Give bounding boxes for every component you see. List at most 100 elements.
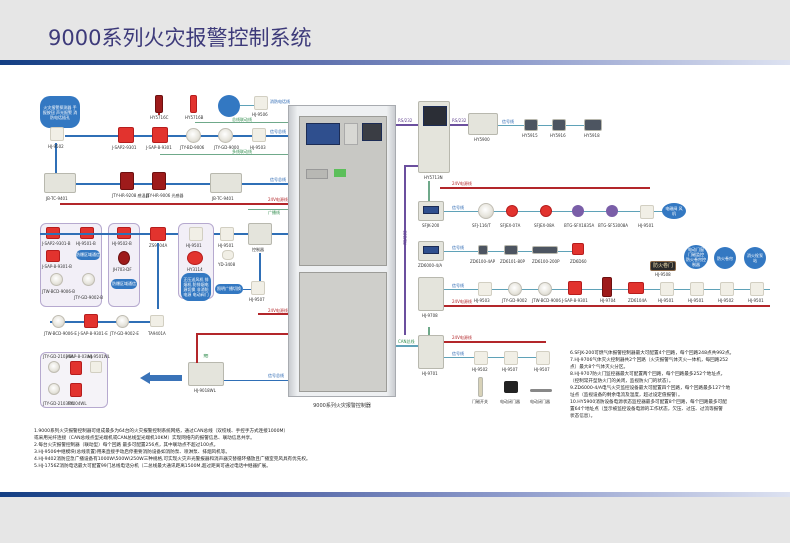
note-1: 1.9000系列火灾报警控制器可组成最多为64台的火灾报警控制系统网络，通过CA…: [34, 429, 289, 434]
label-sfjk-5: HJ-9501: [638, 223, 654, 228]
label-wl-0: JTY-GD-2103WL: [43, 354, 75, 359]
r3-dev-4: [602, 277, 612, 297]
r3-dev-8: [720, 282, 734, 296]
sounder-strobe: [150, 227, 166, 241]
zd-sensor-2: [504, 245, 518, 255]
label-signal-bus-2: 信号总线: [270, 177, 286, 182]
gas-detector-5: [606, 205, 618, 217]
label-wl-3: JTY-GD-2103WL: [43, 401, 75, 406]
label-hj9701: HJ-9701: [422, 371, 438, 376]
bubble-hydrant: 消火栓泵站: [744, 247, 766, 269]
zd-sensor-1: [478, 245, 488, 255]
label-r3-8: HJ-9502: [718, 298, 734, 303]
module-door-1: [474, 351, 488, 365]
note-1b: 或采用光纤连接（CAN总线点型光端机或CAN总线型光端机10KM）实现网络内的报…: [34, 436, 255, 441]
label-door-row-2: HJ-9507: [534, 367, 550, 372]
wl-module: [90, 361, 102, 373]
label-hy5900: HY5900: [474, 137, 490, 142]
wire-multi-linkage: [160, 154, 288, 155]
fire-alarm-control-cabinet: [288, 105, 396, 397]
wire-signal-wl: [224, 380, 288, 381]
label-g2-1: JH703-DF: [113, 267, 132, 272]
top-accent-bar: [0, 60, 790, 65]
keypad: [344, 123, 358, 145]
label-g1-3: JTW-BCD-9006-B: [42, 289, 75, 294]
label-door-row-0: HJ-9502: [472, 367, 488, 372]
gas-controller-sfjk: [418, 201, 444, 221]
heat-detector-e: [116, 315, 129, 328]
bubble-detectors: 火灾报警探测器 手报按钮 声光报警 消防电话插孔: [40, 96, 80, 128]
bubble-shutter: 防火卷帘: [714, 247, 736, 269]
isolator-ta9401a: [150, 315, 164, 327]
r3-dev-9: [750, 282, 764, 296]
rs232-line-2: [450, 124, 468, 126]
note-2: 2.每台火灾报警控制器（联动型）每个回路 最多可配置256点，其中联动点不超过1…: [34, 443, 219, 448]
ex-smoke-detector: [50, 273, 63, 286]
system-diagram: 火灾报警探测器 手报按钮 声光报警 消防电话插孔 HY5716C HY5716B…: [0, 65, 790, 492]
label-jtyhr9208: JTY-HR-9208 感温器: [112, 193, 150, 198]
workstation-pc: [418, 101, 450, 173]
wl-sounder: [70, 383, 82, 397]
signal-sfjk: [444, 211, 666, 212]
wire-vertical-3: [259, 253, 261, 285]
label-signal-wl: 信号总线: [268, 373, 284, 378]
label-door-dev-2: 电动闭门器: [530, 399, 550, 404]
r3-dev-5: [628, 282, 644, 294]
label-24v: 24V电源线: [268, 197, 288, 202]
label-hy3114: HY3114: [187, 267, 203, 272]
wire: [243, 289, 251, 290]
label-hj9018wl: HJ-9018WL: [194, 388, 216, 393]
module-hj9507: [251, 281, 265, 295]
module-door-2: [504, 351, 518, 365]
label-zd-1: ZD6101-80P: [500, 259, 525, 264]
can-bus-branch: [404, 165, 418, 167]
note-8b: （控制常开型防火门的关闭，监视防火门的状态）。: [570, 379, 674, 384]
gas-detector-3: [540, 205, 552, 217]
label-g1-0: J-SAP2-9301-B: [42, 241, 71, 246]
notes-right: 6.SFJK-200可燃气体报警控制器最大可配置4个回路，每个回路248点共99…: [570, 350, 785, 420]
label-sfjk200: SFJK-200: [422, 223, 440, 228]
label-jsap8: J-SAP-8-9301: [146, 145, 172, 150]
label-signal-bus: 信号总线: [270, 129, 286, 134]
bubble-doors: 电动门窗 门磁监控 防火卷帘控制器: [684, 245, 708, 269]
label-24v-sfjk: 24V电源线: [452, 181, 472, 186]
label-r3-1: JTY-GD-9002: [502, 298, 527, 303]
arrow-left-icon: [140, 372, 182, 384]
label-rs232-2: RS/232: [452, 118, 467, 123]
label-door-row-1: HJ-9507: [502, 367, 518, 372]
label-zd-3: ZD6D60: [570, 259, 587, 264]
wire: [498, 125, 598, 126]
can-line-center: [396, 345, 418, 347]
label-r3-3: J-SAP-8-9301: [562, 298, 588, 303]
broadcast-cabinet: [248, 223, 272, 245]
label-hy5918: HY5918: [584, 133, 600, 138]
signal-bus-row1: [65, 135, 288, 137]
note-6: 6.SFJK-200可燃气体报警控制器最大可配置4个回路，每个回路248点共99…: [570, 351, 735, 356]
broadcast-line: [248, 209, 288, 210]
label-signal-line: 信号线: [502, 119, 514, 124]
bubble-fans: 正压送风机 排烟机 防排烟电源切换 非消防电源 电动阀门: [181, 273, 211, 301]
label-signal-hj9701: 信号线: [452, 351, 464, 356]
gas-detector-2: [506, 205, 518, 217]
can-bus-link: [428, 181, 430, 201]
door-closer: [504, 381, 518, 393]
power-line-24v: [60, 203, 288, 205]
label-sfjk-4: BTG-SF53008A: [598, 223, 629, 228]
r3-dev-2: [538, 282, 552, 296]
wireless-controller: [188, 362, 224, 386]
module-door-3: [536, 351, 550, 365]
label-signal-sfjk: 信号线: [452, 205, 464, 210]
label-g2-0: HJ-9502-B: [112, 241, 132, 246]
alarm-bell: [187, 251, 203, 265]
note-3: 3.HJ-9506中继模块(总线装置)用来直接手动启停重要消防设备如消防泵、喷淋…: [34, 450, 230, 455]
label-controller: 控制器: [252, 247, 264, 252]
label-sfjk-2: SFJEX-08A: [534, 223, 555, 228]
lcd-screen: [306, 123, 340, 145]
monitor-module-3: [584, 119, 602, 131]
phone-handset-icon: [155, 95, 163, 113]
label-r3-7: HJ-9501: [688, 298, 704, 303]
label-24v-2: 24V电源线: [268, 308, 288, 313]
r3-dev-1: [508, 282, 522, 296]
bottom-accent-bar: [0, 492, 790, 497]
door-sign: 防火卷门: [650, 261, 676, 271]
